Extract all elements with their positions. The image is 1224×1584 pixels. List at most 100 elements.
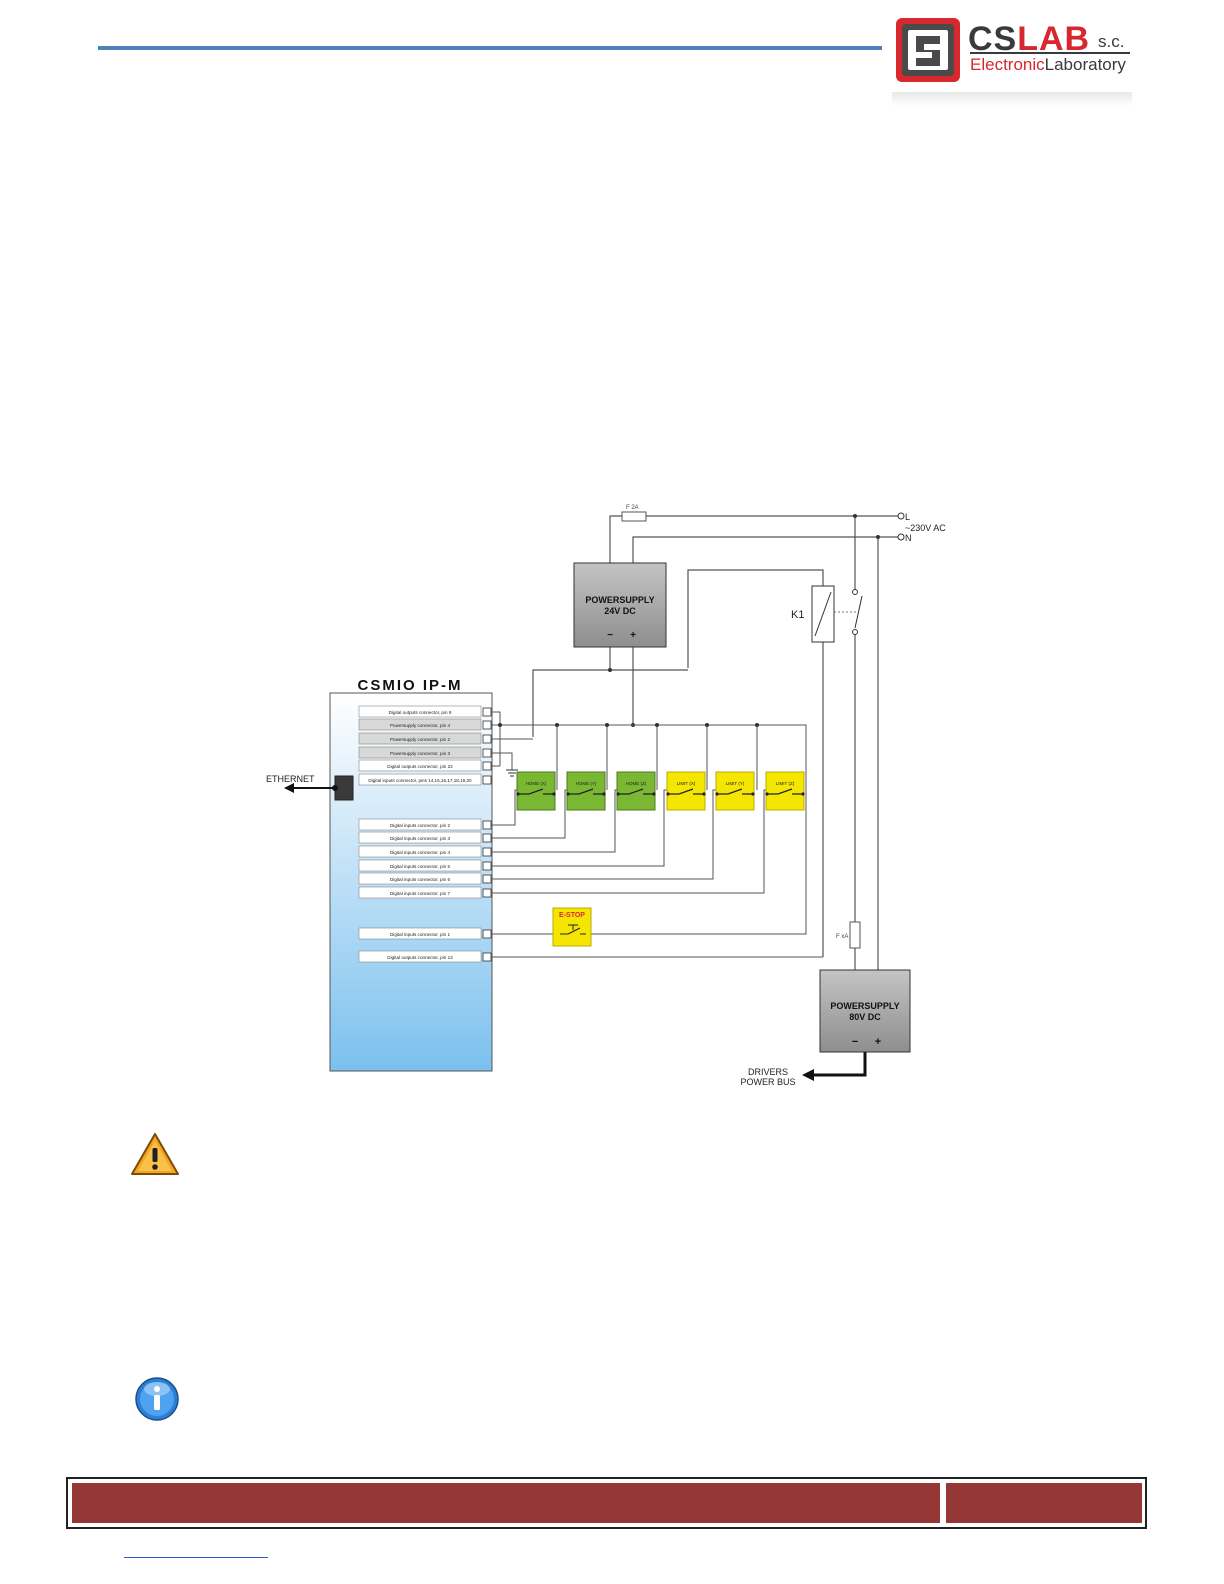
ethernet-label: ETHERNET xyxy=(266,774,315,784)
connector-label: Digital inputs connector, pin 3 xyxy=(390,836,450,841)
warning-icon xyxy=(131,1133,179,1175)
switch-label: LIMIT (Y) xyxy=(726,781,745,786)
connector-terminal xyxy=(482,861,492,871)
switch-box xyxy=(666,771,706,811)
switch-terminal xyxy=(566,792,570,796)
switch-contact xyxy=(668,788,704,795)
connector-label: Powersupply connector, pin 4 xyxy=(390,723,450,728)
connector-row xyxy=(358,732,482,745)
switch-contact xyxy=(518,788,554,795)
switch-terminal xyxy=(652,792,656,796)
connector-terminal xyxy=(482,929,492,939)
switch-label: HOME (Z) xyxy=(626,781,647,786)
brand-rule xyxy=(970,52,1130,54)
connector-label: Powersupply connector, pin 3 xyxy=(390,751,450,756)
connector-row xyxy=(358,927,482,940)
switch-terminal xyxy=(602,792,606,796)
fuse-1-label: F 2A xyxy=(626,505,639,511)
bus-wiring xyxy=(491,711,823,958)
mains-n-terminal xyxy=(897,533,905,541)
switch-terminal xyxy=(801,792,805,796)
switch-terminal xyxy=(702,792,706,796)
info-icon xyxy=(135,1377,179,1421)
connector-terminal xyxy=(482,820,492,830)
drivers-line2: POWER BUS xyxy=(740,1077,795,1087)
psu24-plus: + xyxy=(630,630,636,641)
connector-terminal xyxy=(482,847,492,857)
connector-label: Powersupply connector, pin 2 xyxy=(390,737,450,742)
switch-label: LIMIT (Z) xyxy=(776,781,795,786)
connector-row xyxy=(358,872,482,885)
powersupply-80v: POWERSUPPLY 80V DC − + xyxy=(819,969,911,1053)
switch-contact xyxy=(618,788,654,795)
fuse-1 xyxy=(621,511,647,522)
psu80-plus: + xyxy=(875,1036,881,1048)
connector-row xyxy=(358,859,482,872)
switch-terminal xyxy=(552,792,556,796)
switch-label: LIMIT (X) xyxy=(677,781,696,786)
header-rule xyxy=(98,46,882,50)
logo-emblem-icon xyxy=(896,18,960,82)
mains-n-label: N xyxy=(905,533,912,543)
switch-terminal xyxy=(616,792,620,796)
switch-contact xyxy=(717,788,753,795)
connector-label: Digital inputs connector, pin 2 xyxy=(390,823,450,828)
switch-box xyxy=(566,771,606,811)
connector-row xyxy=(358,746,482,759)
ground-symbol xyxy=(506,769,518,777)
powersupply-24v: POWERSUPPLY 24V DC − + xyxy=(573,562,667,648)
psu80-minus: − xyxy=(852,1036,858,1048)
connector-terminal xyxy=(482,952,492,962)
connector-row xyxy=(358,845,482,858)
device-title: CSMIO IP-M xyxy=(358,677,463,694)
psu80-line2: 80V DC xyxy=(849,1012,881,1022)
mains-l-label: L xyxy=(905,512,910,522)
connector-label: Digital inputs connector, pin 7 xyxy=(390,891,450,896)
psu24-minus: − xyxy=(607,630,613,641)
switch-terminal xyxy=(516,792,520,796)
switch-terminal xyxy=(666,792,670,796)
connector-terminal xyxy=(482,833,492,843)
connector-row xyxy=(358,886,482,899)
switch-terminal xyxy=(751,792,755,796)
drivers-bus-line xyxy=(812,1052,867,1077)
footer-bar-left xyxy=(72,1483,940,1523)
company-logo xyxy=(890,14,1134,106)
connector-terminal xyxy=(482,748,492,758)
junction-dots xyxy=(498,723,759,727)
mains-l-terminal xyxy=(897,512,905,520)
switch-contact xyxy=(568,788,604,795)
relay-k1: K1 xyxy=(791,585,863,643)
psu24-line1: POWERSUPPLY xyxy=(585,595,654,605)
connector-terminal xyxy=(482,707,492,717)
connector-terminal xyxy=(482,720,492,730)
switch-label: HOME (X) xyxy=(526,781,547,786)
switch-terminal xyxy=(715,792,719,796)
footer-link-underline[interactable] xyxy=(124,1557,268,1558)
connector-terminal xyxy=(482,761,492,771)
connector-row xyxy=(358,773,482,786)
connector-label: Digital inputs connector, pin 6 xyxy=(390,877,450,882)
connector-row xyxy=(358,831,482,844)
switch-label: HOME (Y) xyxy=(576,781,597,786)
switch-row: HOME (X) HOME (Y) HOME (Z) LIMIT (X) LIMIT (… xyxy=(516,771,805,811)
switch-contact xyxy=(767,788,803,795)
logo-reflection xyxy=(892,92,1132,106)
drivers-line1: DRIVERS xyxy=(748,1067,788,1077)
connector-label: Digital inputs connector, pins 14,15,16,… xyxy=(368,778,472,783)
brand-suffix: s.c. xyxy=(1098,32,1125,51)
connector-list: Digital outputs connector, pin 9Powersup… xyxy=(358,705,492,963)
ethernet-arrow xyxy=(284,783,294,793)
relay-k1-label: K1 xyxy=(791,609,804,621)
brand-sub-electronic: Electronic xyxy=(970,55,1045,74)
estop-label: E-STOP xyxy=(559,912,585,919)
switch-terminal xyxy=(765,792,769,796)
connector-row xyxy=(358,718,482,731)
fuse-2 xyxy=(849,921,861,949)
connector-row xyxy=(358,950,482,963)
connector-terminal xyxy=(482,888,492,898)
connector-label: Digital inputs connector, pin 1 xyxy=(390,932,450,937)
estop-switch: E-STOP xyxy=(552,907,592,947)
connector-label: Digital inputs connector, pin 5 xyxy=(390,864,450,869)
